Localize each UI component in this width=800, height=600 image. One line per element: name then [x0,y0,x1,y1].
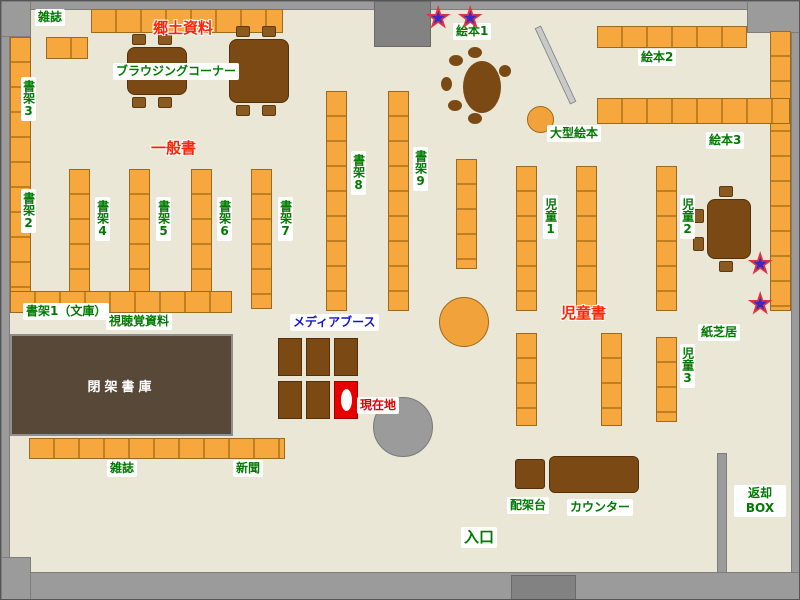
shelf-children1-b [576,166,597,311]
pillar-top-center [374,1,431,47]
label-media-booth: メディアブース [290,314,379,331]
star-marker-icon: ★ [458,3,482,32]
chair [262,26,276,37]
media-booth-5 [306,381,330,419]
shelf-children2 [656,166,677,311]
star-marker-icon: ★ [748,249,772,278]
shelf-bottom-magazines [29,438,285,459]
label-children3: 児童3 [680,344,695,388]
label-shelf3: 書架3 [21,77,36,121]
shelf-children1-a [516,166,537,311]
media-booth-1 [278,338,302,376]
entrance-door [511,575,576,599]
media-booth-3 [334,338,358,376]
children-table [707,199,751,259]
media-booth-2 [306,338,330,376]
label-picture-books2: 絵本2 [638,49,677,66]
stool [468,47,482,58]
star-marker-icon: ★ [426,3,450,32]
wall-left [1,1,10,599]
chair [158,34,172,45]
label-newspapers: 新聞 [233,460,264,477]
closed-stacks: 閉架書庫 [10,334,233,436]
label-browsing-corner: ブラウジングコーナー [113,63,240,80]
shelf-stand-5 [129,169,150,309]
corner-top-left [1,1,31,37]
current-location-seat [340,389,352,411]
label-shelf4: 書架4 [95,197,110,241]
shelf-stand-6 [191,169,212,309]
wall-bottom [1,572,799,599]
corner-top-right [747,1,799,33]
area-label-children-books: 児童書 [561,304,607,322]
corner-bottom-left [1,557,31,599]
wall-right [791,1,799,599]
media-booth-4 [278,381,302,419]
sorting-stand-table [515,459,545,489]
current-location-booth [334,381,358,419]
shelf-stand-7 [251,169,272,309]
chair [262,105,276,116]
label-picture-books3: 絵本3 [706,132,745,149]
stool [448,100,462,111]
label-return-box-line2: BOX [745,501,775,515]
label-shelf6: 書架6 [217,197,232,241]
label-return-box-line1: 返却 [747,486,772,500]
label-magazines-top: 雑誌 [35,9,66,26]
chair [693,237,704,251]
label-av-materials: 視聴覚資料 [106,313,173,330]
chair [693,209,704,223]
label-shelf7: 書架7 [278,197,293,241]
label-shelf2: 書架2 [21,189,36,233]
label-children2: 児童2 [680,195,695,239]
stool [468,113,482,124]
shelf-center [456,159,477,269]
label-current-location: 現在地 [357,397,400,414]
chair [719,261,733,272]
chair [236,105,250,116]
chair [132,34,146,45]
shelf-stand-8 [326,91,347,311]
chair [719,186,733,197]
closed-stacks-label: 閉架書庫 [87,379,156,395]
chair [236,26,250,37]
label-magazines-bottom: 雑誌 [107,460,138,477]
counter-desk [549,456,639,493]
label-children1: 児童1 [543,195,558,239]
story-corner-table [463,61,501,113]
label-shelf8: 書架8 [351,151,366,195]
stool [499,65,511,77]
chair [158,97,172,108]
label-entrance: 入口 [461,527,498,548]
label-shelf1-bunko: 書架1（文庫） [23,303,110,320]
shelf-children3-b [601,333,622,426]
star-marker-icon: ★ [748,289,772,318]
label-shelf5: 書架5 [156,197,171,241]
shelf-picture-books3 [597,98,790,124]
label-return-box: 返却 BOX [734,485,786,517]
area-label-local-materials: 郷土資料 [153,19,214,37]
area-label-general-books: 一般書 [151,139,197,157]
stool [441,77,452,91]
round-reading-table [439,297,489,347]
shelf-stand-9 [388,91,409,311]
shelf-picture-books2 [597,26,747,48]
shelf-local-materials [91,9,283,33]
shelf-stand-4 [69,169,90,309]
wall-return-box [717,453,727,573]
stool [449,55,463,66]
wall-diagonal [534,25,577,105]
shelf-children3-a [516,333,537,426]
label-shelf9: 書架9 [413,147,428,191]
label-counter: カウンター [567,499,634,516]
label-sorting-stand: 配架台 [507,497,550,514]
shelf-right-wall [770,31,791,311]
shelf-magazines-top [46,37,88,59]
label-picture-books1: 絵本1 [453,23,492,40]
label-large-picture-books: 大型絵本 [547,125,602,142]
shelf-kamishibai [656,337,677,422]
chair [132,97,146,108]
label-kamishibai: 紙芝居 [698,324,741,341]
